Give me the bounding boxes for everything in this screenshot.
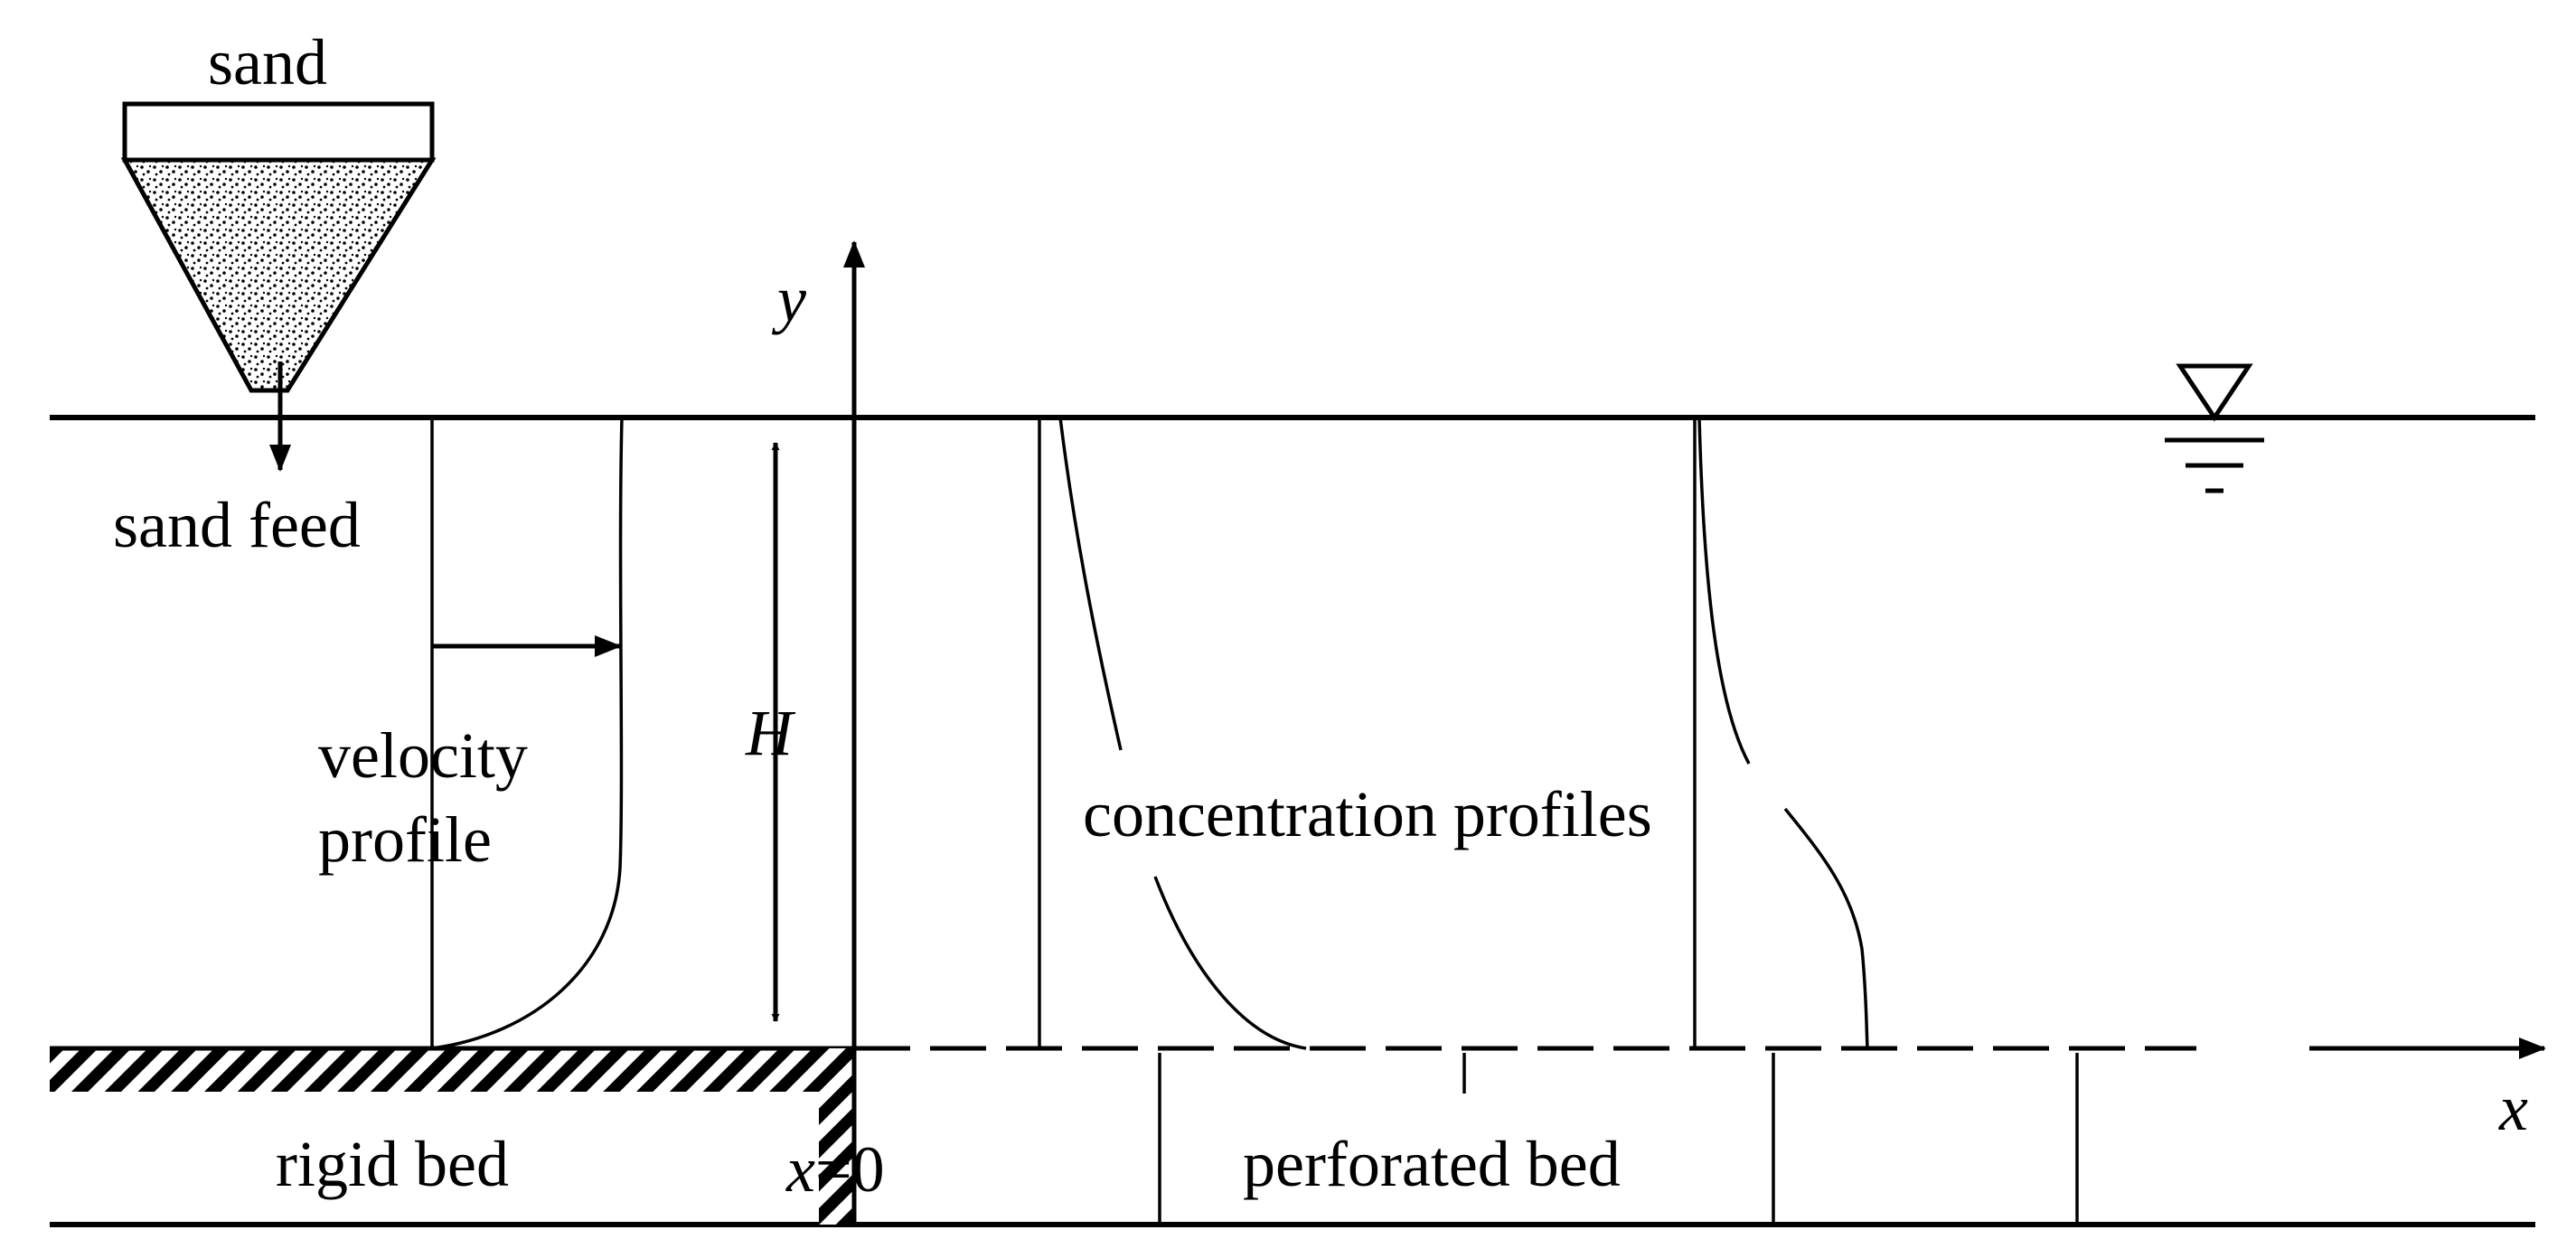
- y-axis-label: y: [771, 263, 806, 335]
- depth-label: H: [745, 697, 796, 769]
- concentration-profile-2: [1693, 417, 1869, 1049]
- concentration-profiles-label: concentration profiles: [1083, 778, 1652, 850]
- sand-feed-label: sand feed: [113, 489, 361, 561]
- perforated-bed-label: perforated bed: [1243, 1128, 1621, 1200]
- hopper-lid: [122, 101, 435, 163]
- water-level-triangle-icon: [2165, 363, 2264, 493]
- rigid-bed-hatching: [50, 1046, 857, 1225]
- perforated-bed-dividers: [1158, 1053, 2079, 1225]
- sand-hopper: [120, 101, 437, 472]
- x-axis-label: x: [2498, 1072, 2528, 1144]
- hopper-body: [120, 157, 437, 393]
- velocity-profile: [430, 417, 624, 1050]
- sand-label: sand: [208, 26, 327, 99]
- concentration-profile-1: [1038, 417, 1307, 1050]
- rigid-bed-label: rigid bed: [276, 1128, 509, 1200]
- velocity-profile-label-line2: profile: [318, 803, 492, 876]
- velocity-profile-label-line1: velocity: [318, 719, 528, 792]
- x-origin-label: x=0: [785, 1133, 885, 1206]
